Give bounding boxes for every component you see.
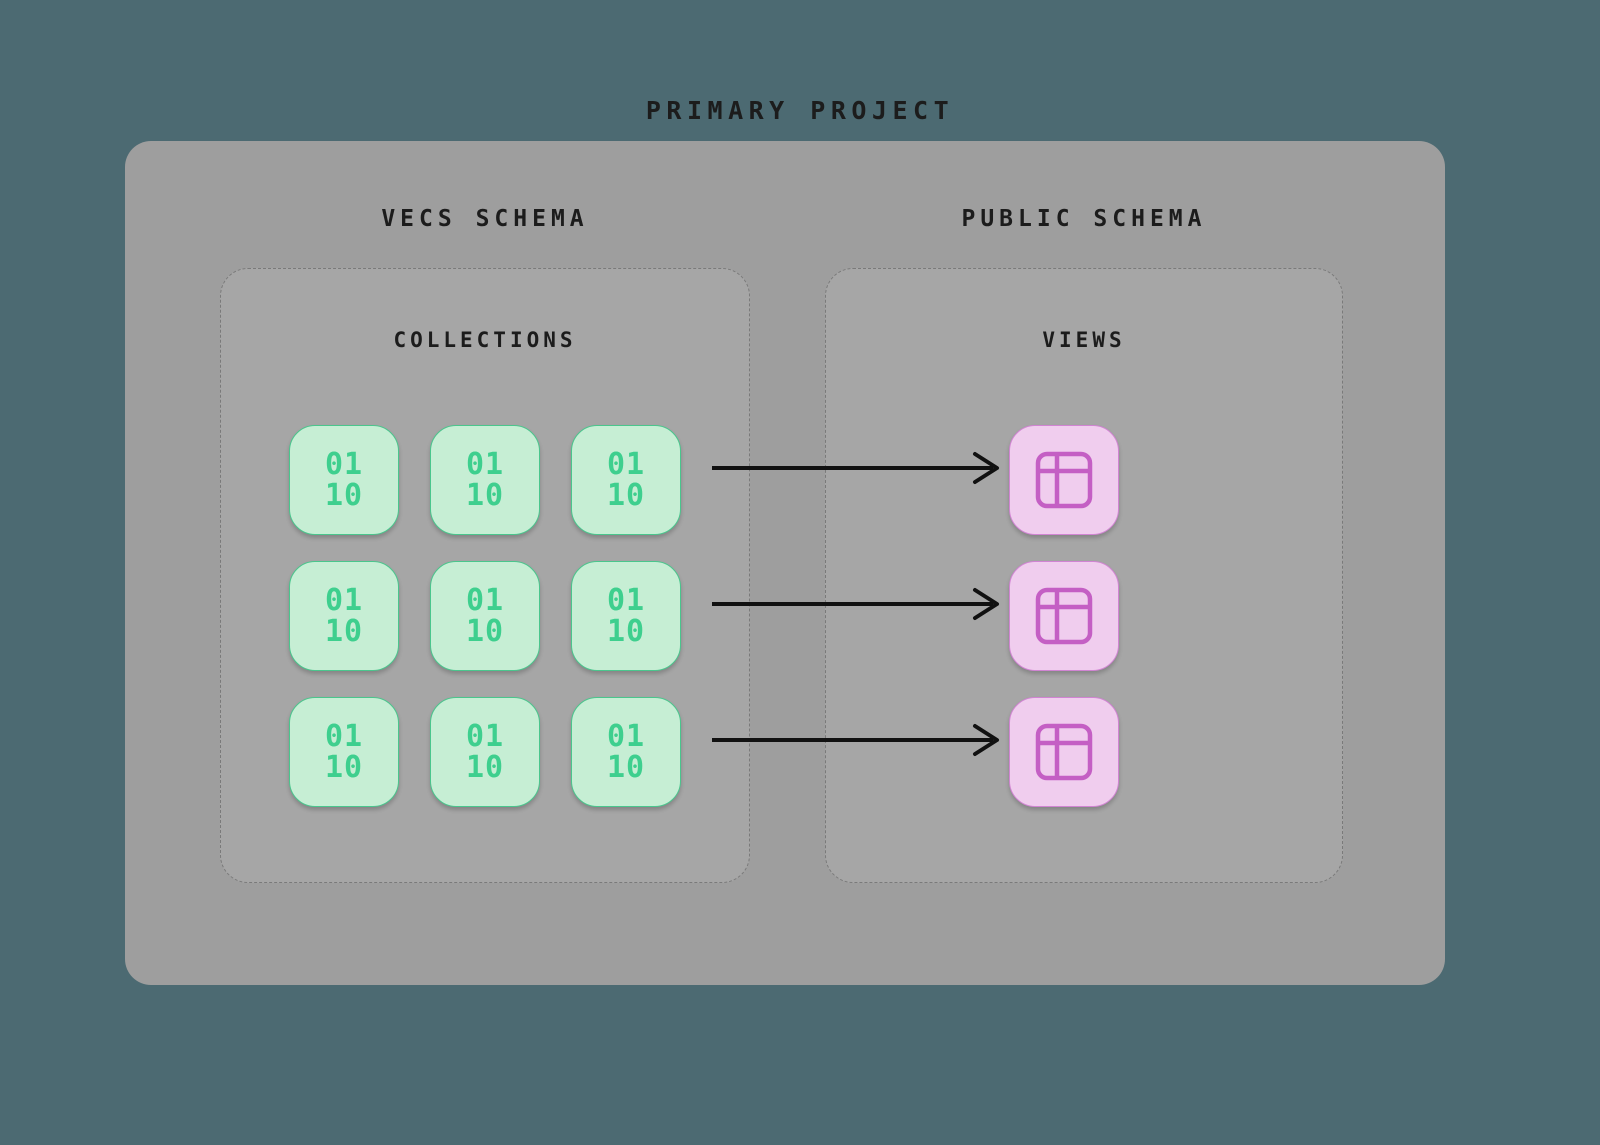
- table-icon: [1035, 451, 1093, 509]
- view-tile[interactable]: [1009, 697, 1119, 807]
- collection-tile[interactable]: 01 10: [430, 561, 540, 671]
- collection-tile[interactable]: 01 10: [289, 697, 399, 807]
- views-label: VIEWS: [1042, 328, 1126, 352]
- page-title: PRIMARY PROJECT: [645, 96, 955, 125]
- public-schema-title: PUBLIC SCHEMA: [961, 206, 1207, 232]
- view-tile[interactable]: [1009, 425, 1119, 535]
- binary-icon: 01 10: [465, 582, 505, 649]
- binary-icon: 01 10: [324, 718, 364, 785]
- binary-icon: 01 10: [324, 446, 364, 513]
- binary-icon: 01 10: [465, 446, 505, 513]
- vecs-schema-group: VECS SCHEMA COLLECTIONS 01 10 01 10 01 1…: [220, 206, 750, 883]
- vecs-schema-title: VECS SCHEMA: [381, 206, 589, 232]
- collections-label: COLLECTIONS: [393, 328, 577, 352]
- collection-tile[interactable]: 01 10: [430, 425, 540, 535]
- binary-icon: 01 10: [606, 718, 646, 785]
- table-icon: [1035, 587, 1093, 645]
- primary-project-panel: VECS SCHEMA COLLECTIONS 01 10 01 10 01 1…: [125, 141, 1445, 985]
- collection-tile[interactable]: 01 10: [571, 425, 681, 535]
- binary-icon: 01 10: [606, 582, 646, 649]
- binary-icon: 01 10: [465, 718, 505, 785]
- public-schema-group: PUBLIC SCHEMA VIEWS: [825, 206, 1343, 883]
- binary-icon: 01 10: [606, 446, 646, 513]
- table-icon: [1035, 723, 1093, 781]
- collection-tile[interactable]: 01 10: [430, 697, 540, 807]
- collection-tile[interactable]: 01 10: [571, 697, 681, 807]
- collection-tile[interactable]: 01 10: [571, 561, 681, 671]
- view-tile[interactable]: [1009, 561, 1119, 671]
- binary-icon: 01 10: [324, 582, 364, 649]
- collection-tile[interactable]: 01 10: [289, 561, 399, 671]
- collections-grid: 01 10 01 10 01 10 01 10 01 10 01 10: [289, 425, 681, 807]
- collection-tile[interactable]: 01 10: [289, 425, 399, 535]
- views-column: [1009, 425, 1119, 807]
